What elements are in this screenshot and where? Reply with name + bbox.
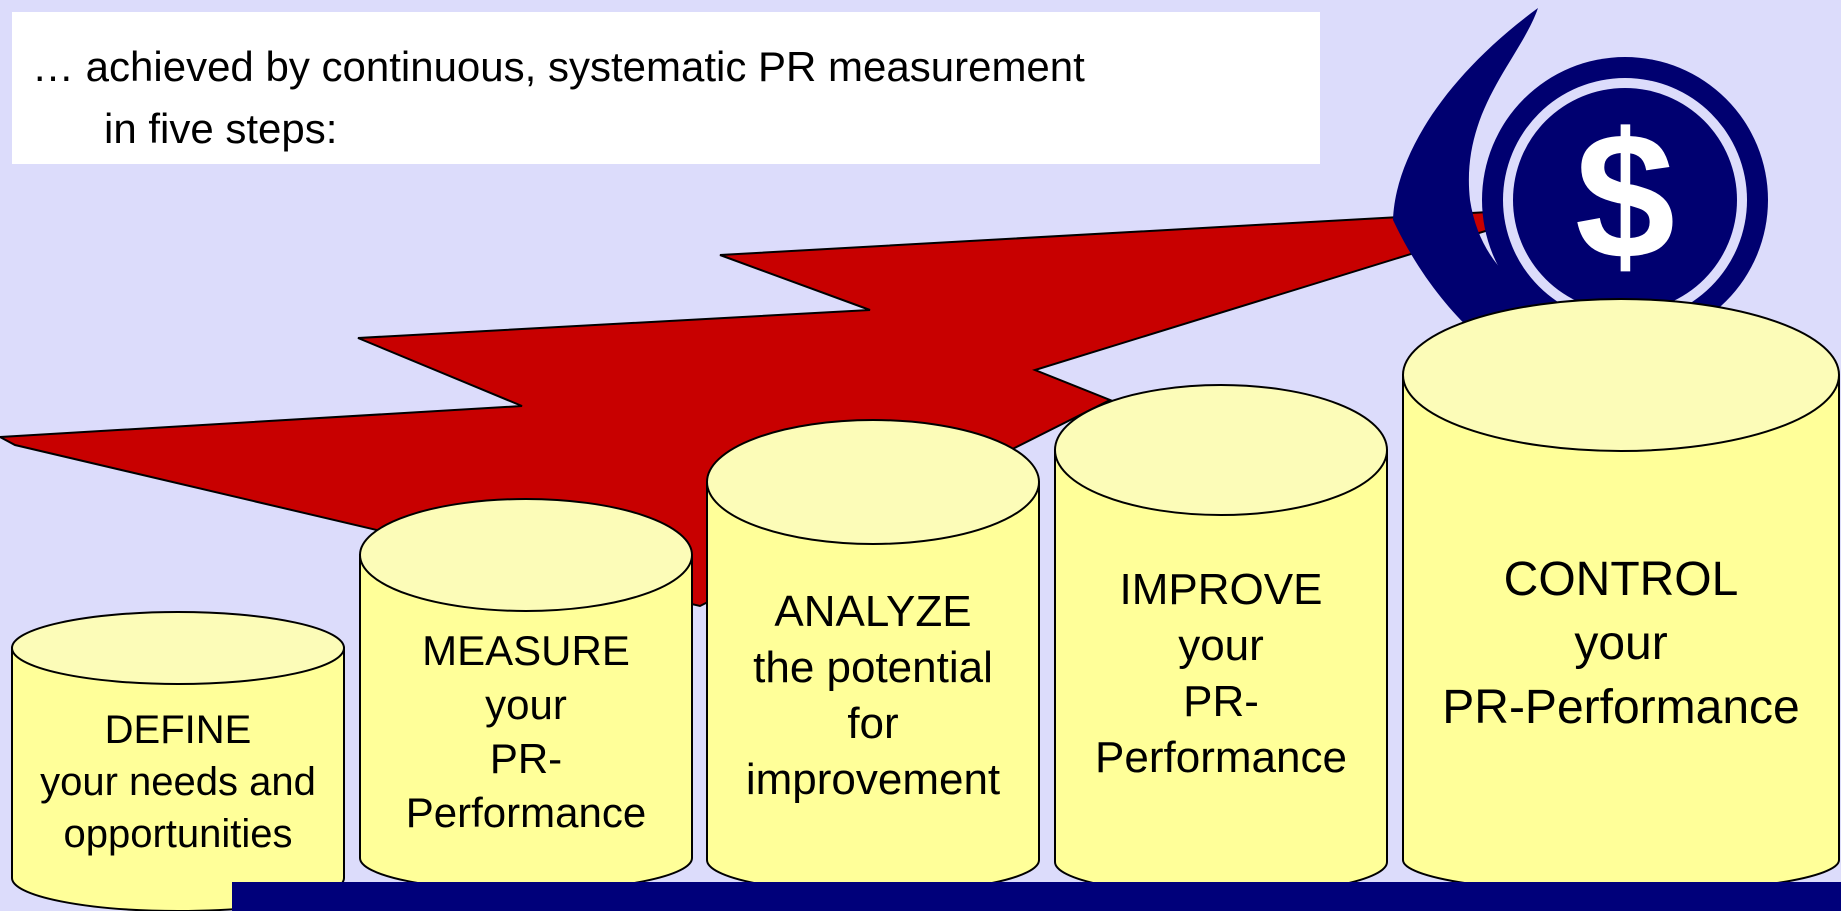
step-control-label: CONTROL your PR-Performance <box>1442 553 1800 734</box>
intro-line-1: … achieved by continuous, systematic PR … <box>32 43 1085 90</box>
footer-banner <box>232 882 1841 911</box>
step-measure-label: MEASURE your PR- Performance <box>405 627 647 836</box>
dollar-coin-icon: $ <box>1393 8 1768 380</box>
step-analyze-label: ANALYZE the potential for improvement <box>745 587 1001 804</box>
step-improve-label: IMPROVE your PR- Performance <box>1095 565 1347 782</box>
cylinder-measure <box>359 498 693 892</box>
cylinder-control <box>1402 298 1840 894</box>
intro-line-2: in five steps: <box>104 105 338 152</box>
cylinder-analyze <box>706 419 1040 894</box>
step-define-label: DEFINE your needs and opportunities <box>40 708 316 856</box>
intro-text-box: … achieved by continuous, systematic PR … <box>12 12 1320 164</box>
svg-text:$: $ <box>1575 96 1675 297</box>
